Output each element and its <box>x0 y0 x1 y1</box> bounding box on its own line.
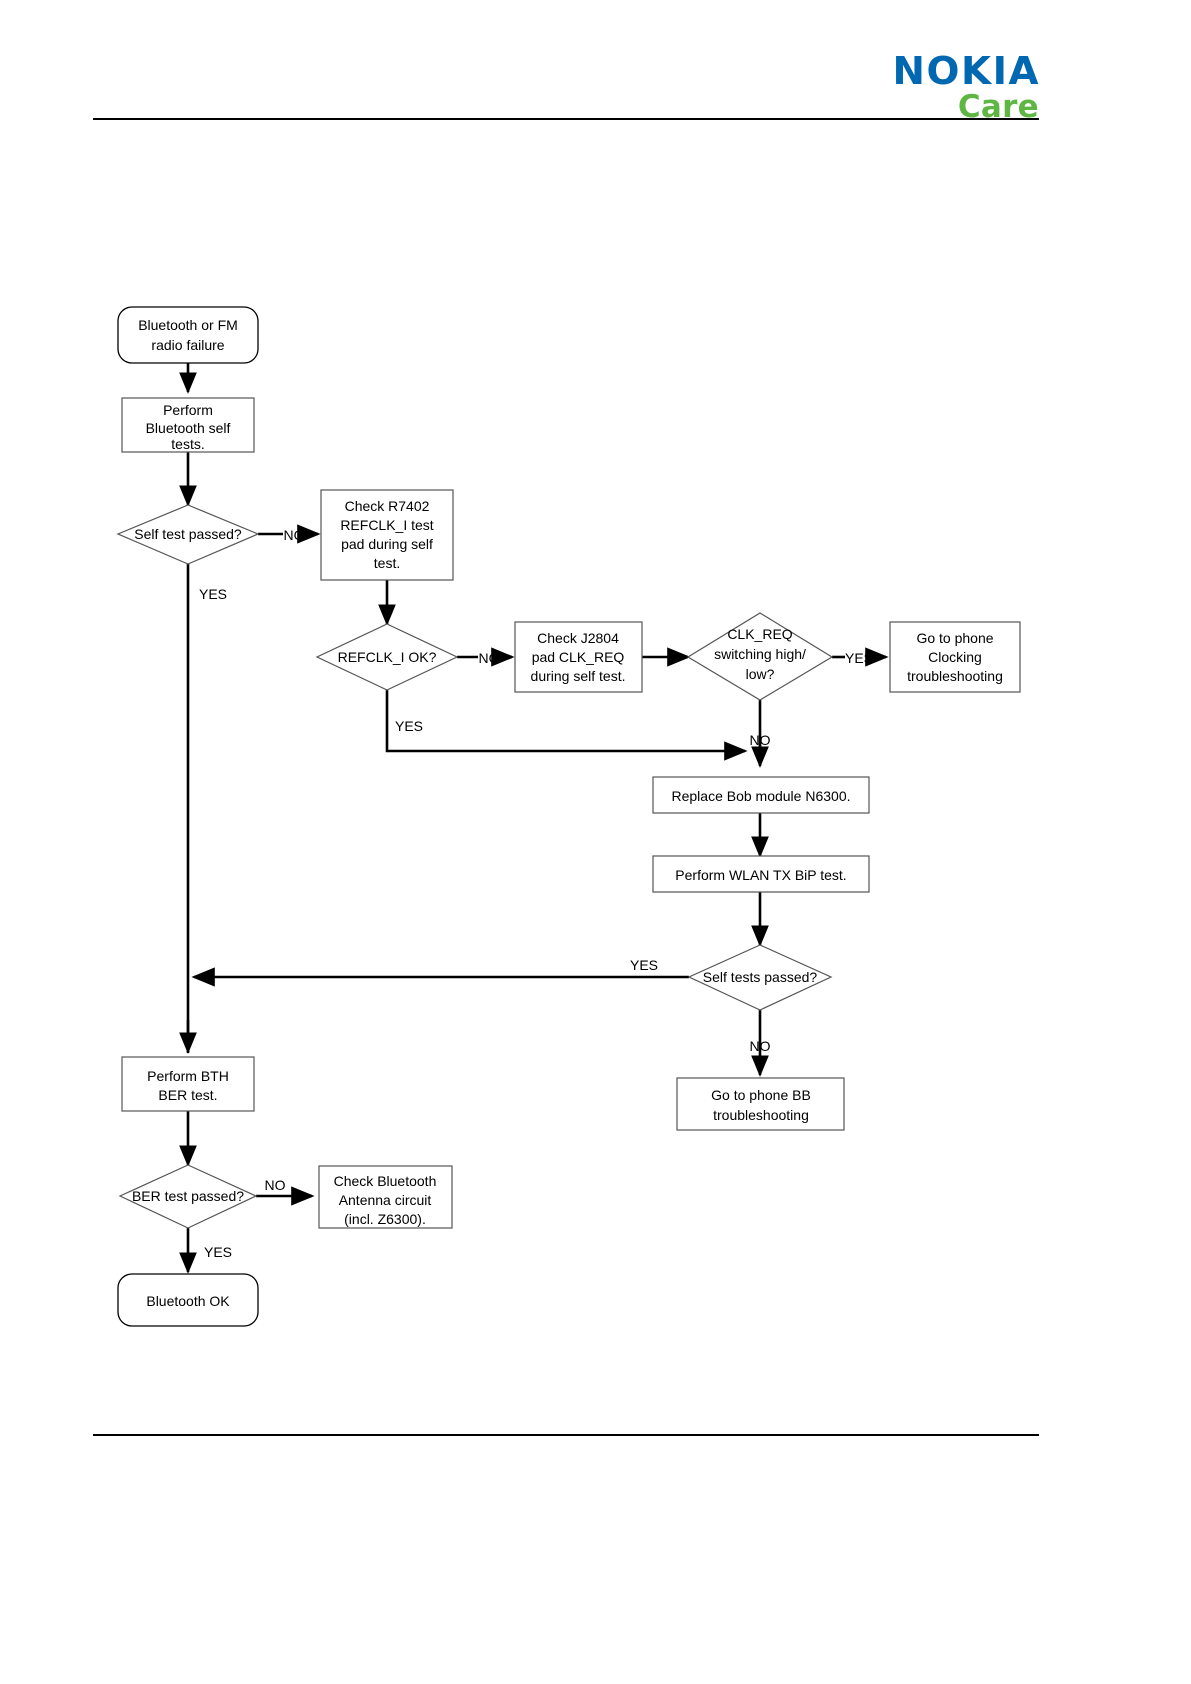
edge-label-clkreq-yes: YES <box>845 650 873 666</box>
node-check-j2804-clkreq[interactable]: Check J2804 pad CLK_REQ during self test… <box>514 621 643 693</box>
node-text-line: Self test passed? <box>134 526 242 542</box>
node-text-line: tests. <box>171 436 204 452</box>
node-go-to-phone-bb[interactable]: Go to phone BB troubleshooting <box>676 1077 845 1131</box>
edge-label-clkreq-no: NO <box>750 732 771 748</box>
nokia-wordmark: NOKIA <box>892 49 1041 93</box>
node-text-line: troubleshooting <box>713 1107 809 1123</box>
edge-label-selftest-no: NO <box>284 527 305 543</box>
edge-label-ber-yes: YES <box>204 1244 232 1260</box>
nokia-care-logo: NOKIA Care <box>892 49 1041 125</box>
node-text-line: Go to phone <box>916 630 993 646</box>
node-text-line: pad during self <box>341 536 433 552</box>
edge-label-selftests-yes: YES <box>630 957 658 973</box>
node-perform-bth-ber-test[interactable]: Perform BTH BER test. <box>121 1056 255 1112</box>
node-text-line: Antenna circuit <box>339 1192 432 1208</box>
node-text-line: Bluetooth or FM <box>138 317 238 333</box>
node-self-test-passed[interactable]: Self test passed? <box>116 504 260 565</box>
edge-label-refclk-yes: YES <box>395 718 423 734</box>
node-perform-wlan-tx-bip[interactable]: Perform WLAN TX BiP test. <box>652 855 870 893</box>
node-text-line: Bluetooth OK <box>146 1293 230 1309</box>
node-text-line: (incl. Z6300). <box>344 1211 426 1227</box>
node-ber-test-passed[interactable]: BER test passed? <box>118 1164 258 1229</box>
node-check-bluetooth-antenna[interactable]: Check Bluetooth Antenna circuit (incl. Z… <box>318 1165 453 1229</box>
node-text-line: during self test. <box>531 668 626 684</box>
node-text-line: Self tests passed? <box>703 969 818 985</box>
node-text-line: Clocking <box>928 649 982 665</box>
node-text-line: switching high/ <box>714 646 806 662</box>
node-text-line: troubleshooting <box>907 668 1003 684</box>
node-text-line: Replace Bob module N6300. <box>671 788 850 804</box>
node-replace-bob-module[interactable]: Replace Bob module N6300. <box>652 776 870 814</box>
node-text-line: Perform BTH <box>147 1068 229 1084</box>
node-perform-bluetooth-self-tests[interactable]: Perform Bluetooth self tests. <box>121 397 255 453</box>
node-text-line: Perform WLAN TX BiP test. <box>675 867 846 883</box>
header-rule <box>93 118 1039 120</box>
edge-label-selftest-yes: YES <box>199 586 227 602</box>
edge-refclk-yes-join <box>385 690 748 761</box>
node-check-r7402-refclk[interactable]: Check R7402 REFCLK_I test pad during sel… <box>320 489 454 581</box>
node-text-line: Check Bluetooth <box>334 1173 437 1189</box>
node-text-line: Perform <box>163 402 213 418</box>
node-text-line: BER test passed? <box>132 1188 244 1204</box>
node-bluetooth-fm-failure[interactable]: Bluetooth or FM radio failure <box>117 306 259 364</box>
node-clkreq-switching[interactable]: CLK_REQ switching high/ low? <box>686 612 834 701</box>
node-text-line: REFCLK_I OK? <box>338 649 437 665</box>
node-text-line: CLK_REQ <box>727 626 792 642</box>
node-text-line: Check R7402 <box>345 498 430 514</box>
care-wordmark: Care <box>957 89 1039 125</box>
node-text-line: test. <box>374 555 400 571</box>
node-go-to-phone-clocking[interactable]: Go to phone Clocking troubleshooting <box>889 621 1021 693</box>
node-text-line: Check J2804 <box>537 630 619 646</box>
node-text-line: pad CLK_REQ <box>532 649 625 665</box>
node-text-line: radio failure <box>151 337 224 353</box>
edge-label-refclk-no: NO <box>479 650 500 666</box>
node-bluetooth-ok[interactable]: Bluetooth OK <box>117 1273 259 1327</box>
edge-label-selftests-no: NO <box>750 1038 771 1054</box>
node-refclk-ok[interactable]: REFCLK_I OK? <box>315 623 459 691</box>
node-text-line: BER test. <box>158 1087 217 1103</box>
node-text-line: Go to phone BB <box>711 1087 811 1103</box>
node-text-line: REFCLK_I test <box>340 517 433 533</box>
footer-rule <box>93 1434 1039 1436</box>
node-self-tests-passed[interactable]: Self tests passed? <box>687 944 833 1011</box>
node-text-line: Bluetooth self <box>146 420 231 436</box>
node-text-line: low? <box>746 666 775 682</box>
edge-label-ber-no: NO <box>265 1177 286 1193</box>
